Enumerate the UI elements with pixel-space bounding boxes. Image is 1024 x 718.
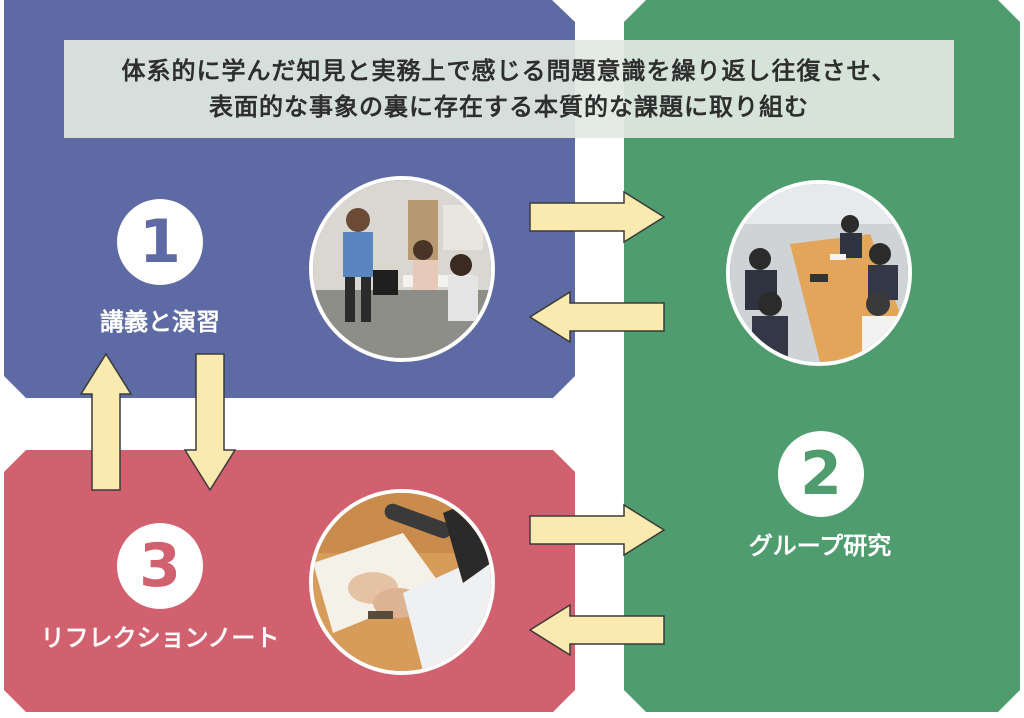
reflection-photo xyxy=(309,489,495,675)
arrow-group-to-reflection-icon xyxy=(528,603,665,657)
group-study-photo xyxy=(726,180,912,366)
step-2-badge: 2 xyxy=(778,431,864,517)
arrow-lecture-to-group-icon xyxy=(529,190,666,244)
banner: 体系的に学んだ知見と実務上で感じる問題意識を繰り返し往復させ、 表面的な事象の裏… xyxy=(64,40,954,138)
step-3-badge: 3 xyxy=(117,523,203,609)
banner-line-1: 体系的に学んだ知見と実務上で感じる問題意識を繰り返し往復させ、 xyxy=(121,57,897,85)
banner-line-2: 表面的な事象の裏に存在する本質的な課題に取り組む xyxy=(209,93,809,121)
step-2-label: グループ研究 xyxy=(748,532,892,560)
step-1-label: 講義と演習 xyxy=(100,308,220,336)
step-3-label: リフレクションノート xyxy=(40,624,280,652)
arrow-reflection-to-lecture-icon xyxy=(79,352,133,491)
lecture-photo xyxy=(309,176,495,362)
step-1-badge: 1 xyxy=(117,199,203,285)
arrow-group-to-lecture-icon xyxy=(528,290,665,344)
arrow-reflection-to-group-icon xyxy=(529,503,666,557)
arrow-lecture-to-reflection-icon xyxy=(183,353,237,492)
